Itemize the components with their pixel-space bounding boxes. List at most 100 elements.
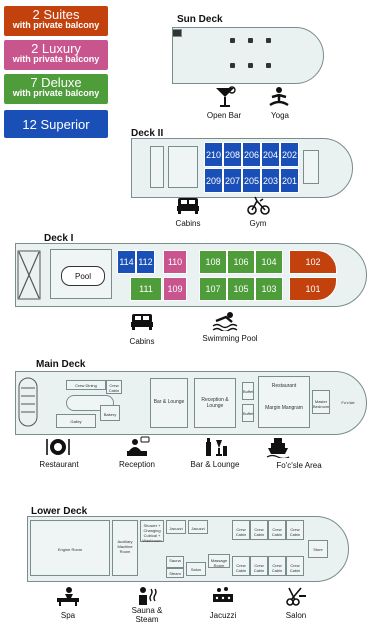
pool: Pool — [61, 266, 105, 286]
spa-label: Spa — [60, 611, 76, 620]
sun-deck-stair — [172, 29, 182, 37]
cabins-label-deck2: Cabins — [175, 219, 201, 228]
restaurant-label: Restaurant — [39, 460, 79, 469]
salon-room: Salon — [186, 562, 206, 576]
legend-suites-count: 2 Suites — [32, 7, 80, 22]
crew-cabin-4: Crew Cabin — [286, 520, 304, 540]
swimmer-icon — [212, 312, 238, 331]
crew-cabin-8: Crew Cabin — [286, 556, 304, 576]
cabin-101[interactable]: 101 — [289, 277, 337, 301]
steam-room: Steam — [166, 568, 184, 578]
galley: Galley — [56, 414, 96, 428]
cabin-204[interactable]: 204 — [261, 142, 280, 167]
reception-label: Reception — [118, 460, 156, 469]
salon-label: Salon — [285, 611, 307, 620]
sun-deck-title: Sun Deck — [177, 14, 223, 25]
reception-lounge-room: Reception & Lounge — [194, 378, 236, 428]
main-deck-title: Main Deck — [36, 359, 86, 370]
gym-label: Gym — [249, 219, 267, 228]
crew-cabin-3: Crew Cabin — [268, 520, 286, 540]
sauna-steam-label: Sauna & Steam — [131, 606, 163, 624]
cabin-205[interactable]: 205 — [242, 168, 261, 193]
legend-luxury: 2 Luxury with private balcony — [4, 40, 108, 70]
cabin-207[interactable]: 207 — [223, 168, 242, 193]
cabin-201[interactable]: 201 — [280, 168, 299, 193]
pool-label: Pool — [74, 271, 91, 281]
deck-2-stair — [150, 146, 164, 188]
massage-room: Massage Room — [208, 554, 230, 568]
scissors-comb-icon — [286, 587, 306, 606]
cabin-112[interactable]: 112 — [136, 250, 155, 274]
cabin-108[interactable]: 108 — [199, 250, 227, 274]
crew-cabin: Crew Cabin — [106, 380, 122, 394]
exercise-bike-icon — [247, 196, 270, 215]
lower-deck-title: Lower Deck — [31, 506, 88, 517]
legend-suites: 2 Suites with private balcony — [4, 6, 108, 36]
legend-superior: 12 Superior — [4, 110, 108, 138]
cabin-209[interactable]: 209 — [204, 168, 223, 193]
deck-1-title: Deck I — [44, 233, 74, 244]
engine-room: Engine Room — [30, 520, 110, 576]
swimming-pool-label: Swimming Pool — [202, 334, 258, 343]
reception-icon — [127, 436, 150, 456]
auxiliary-machine-room: Auxiliary Machine Room — [112, 520, 138, 576]
cabin-114[interactable]: 114 — [117, 250, 136, 274]
seat — [230, 38, 235, 43]
cabin-202[interactable]: 202 — [280, 142, 299, 167]
shower-changing-room: Shower + Changing Cubical + Washroom — [140, 520, 164, 543]
lifeboat-icon — [18, 377, 38, 427]
forecastle-area-label: Fo'c'sle Area — [276, 461, 322, 470]
bed-icon — [131, 314, 153, 330]
legend-luxury-count: 2 Luxury — [31, 41, 81, 56]
open-bar-label: Open Bar — [206, 111, 242, 120]
cabin-103[interactable]: 103 — [255, 277, 283, 301]
cabin-106[interactable]: 106 — [227, 250, 255, 274]
crew-cabin-2: Crew Cabin — [250, 520, 268, 540]
jacuzzi-room-1: Jacuzzi — [166, 520, 186, 534]
cabin-210[interactable]: 210 — [204, 142, 223, 167]
seat — [248, 63, 253, 68]
stern-platform-icon — [17, 250, 41, 300]
legend-deluxe: 7 Deluxe with private balcony — [4, 74, 108, 104]
seat — [230, 63, 235, 68]
spa-massage-icon — [57, 587, 79, 606]
buffet-1: Buffet — [242, 382, 254, 400]
cabin-102[interactable]: 102 — [289, 250, 337, 274]
sauna-steam-icon — [139, 587, 157, 605]
deck-2-bow-room — [303, 150, 319, 184]
legend-superior-count: 12 Superior — [22, 116, 90, 132]
cabin-109[interactable]: 109 — [163, 277, 187, 301]
seat — [266, 63, 271, 68]
cabin-104[interactable]: 104 — [255, 250, 283, 274]
buffet-2: Buffet — [242, 404, 254, 422]
sun-deck-hull — [172, 27, 324, 84]
cabin-208[interactable]: 208 — [223, 142, 242, 167]
jacuzzi-icon — [213, 587, 233, 602]
cabin-107[interactable]: 107 — [199, 277, 227, 301]
legend-deluxe-sub: with private balcony — [12, 88, 100, 98]
forecastle-room-label: Fo'c'sle — [341, 400, 355, 405]
cocktail-icon — [216, 86, 236, 107]
master-bedroom: Master Bedroom — [312, 390, 330, 414]
bar-lounge-label: Bar & Lounge — [190, 460, 240, 469]
deck-2-title: Deck II — [131, 128, 164, 139]
crew-cabin-5: Crew Cabin — [232, 556, 250, 576]
cabin-206[interactable]: 206 — [242, 142, 261, 167]
cabin-105[interactable]: 105 — [227, 277, 255, 301]
crew-cabin-1: Crew Cabin — [232, 520, 250, 540]
yoga-label: Yoga — [271, 111, 289, 120]
cabins-label-deck1: Cabins — [129, 337, 155, 346]
cabin-111[interactable]: 111 — [130, 277, 162, 301]
legend-deluxe-count: 7 Deluxe — [30, 75, 82, 90]
crew-dining: Crew Dining — [66, 380, 106, 390]
jacuzzi-label: Jacuzzi — [209, 611, 237, 620]
seat — [266, 38, 271, 43]
yoga-icon — [269, 87, 289, 107]
legend-suites-sub: with private balcony — [12, 20, 100, 30]
plate-icon — [46, 439, 70, 455]
jacuzzi-room-2: Jacuzzi — [188, 520, 208, 534]
crew-cabin-7: Crew Cabin — [268, 556, 286, 576]
cabin-110[interactable]: 110 — [163, 250, 187, 274]
bakery: Bakery — [100, 405, 120, 421]
cabin-203[interactable]: 203 — [261, 168, 280, 193]
